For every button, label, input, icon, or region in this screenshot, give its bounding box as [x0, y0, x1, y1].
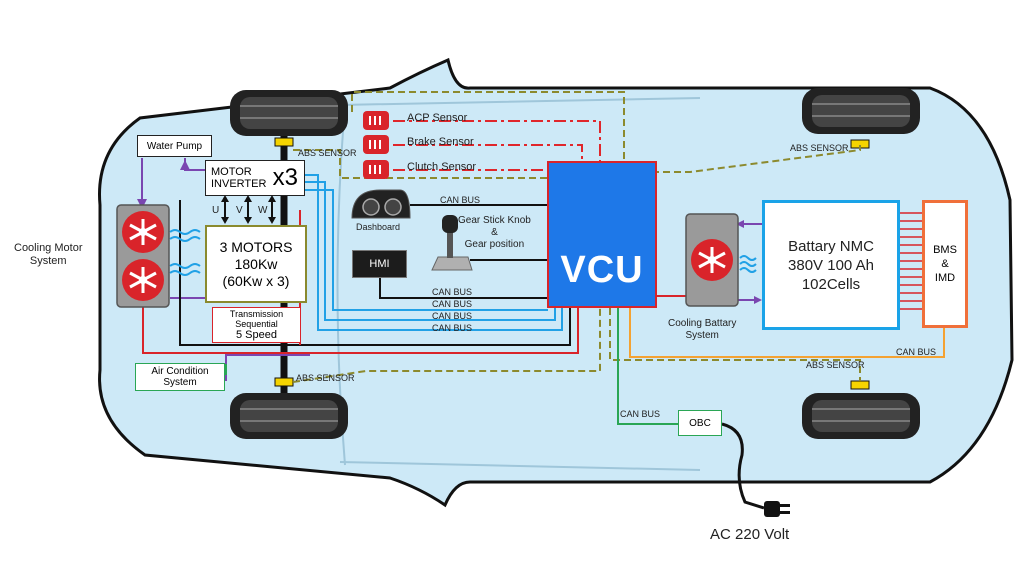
can-bus-label-3: CAN BUS	[432, 323, 473, 333]
abs-sensor-label-fr: ABS SENSOR	[790, 143, 849, 153]
heat-waves-battery	[739, 255, 757, 273]
can-bus-label-1: CAN BUS	[432, 299, 473, 309]
vcu-label: VCU	[560, 249, 644, 291]
hmi-box: HMI	[352, 250, 407, 278]
battery-radiator	[685, 213, 739, 307]
gear-stick-label: Gear Stick Knob & Gear position	[458, 215, 531, 250]
abs-marker-rr	[850, 380, 870, 390]
abs-marker-fl	[274, 137, 294, 147]
dashboard-label: Dashboard	[356, 222, 401, 232]
wheel-rear-left	[230, 393, 348, 439]
acp-sensor-label: ACP Sensor	[407, 112, 468, 124]
wheel-front-right	[802, 88, 920, 134]
cooling-battery-system-label: Cooling Battary System	[668, 318, 737, 341]
ac-input-label: AC 220 Volt	[710, 526, 790, 543]
can-bus-label-hmi: CAN BUS	[432, 287, 473, 297]
vcu-box: VCU	[547, 161, 657, 308]
can-bus-label-obc: CAN BUS	[620, 409, 661, 419]
gear-stick-icon	[431, 215, 473, 271]
dashboard-icon	[351, 189, 411, 219]
obc-can-line	[617, 308, 678, 425]
can-bus-label-2: CAN BUS	[432, 311, 473, 321]
wheel-rear-right	[802, 393, 920, 439]
abs-marker-rl	[274, 377, 294, 387]
motor-radiator	[116, 204, 170, 308]
cooling-motor-system-label: Cooling Motor System	[14, 242, 83, 267]
bms-cell-links	[900, 212, 922, 310]
bms-imd-box: BMS & IMD	[922, 200, 968, 328]
plug-icon	[764, 501, 790, 517]
abs-sensor-label-rl: ABS SENSOR	[296, 373, 355, 383]
phase-u: U	[212, 205, 220, 216]
clutch-sensor-label: Clutch Sensor	[407, 161, 477, 173]
can-bus-lines	[305, 174, 563, 331]
motors-box: 3 MOTORS 180Kw (60Kw x 3)	[205, 225, 307, 303]
water-pump-label: Water Pump	[146, 140, 203, 152]
abs-sensor-wiring	[292, 91, 861, 383]
phase-v: V	[236, 205, 243, 216]
abs-sensor-label-fl: ABS SENSOR	[298, 148, 357, 158]
wheel-front-left	[230, 90, 348, 136]
motor-inverter-box: MOTOR INVERTER x3	[205, 160, 305, 196]
charger-cable	[721, 422, 765, 510]
heat-waves-motor	[169, 229, 201, 276]
brake-sensor-icon	[363, 135, 389, 154]
bms-can-line	[629, 308, 945, 358]
water-pump-box: Water Pump	[137, 135, 212, 157]
acp-sensor-icon	[363, 111, 389, 130]
battery-box: Battary NMC 380V 100 Ah 102Cells	[762, 200, 900, 330]
inverter-multiplier: x3	[272, 164, 298, 191]
phase-w: W	[258, 205, 268, 216]
abs-sensor-label-rr: ABS SENSOR	[806, 360, 865, 370]
obc-label: OBC	[689, 417, 711, 429]
air-condition-box: Air Condition System	[135, 363, 225, 391]
can-bus-label-bms: CAN BUS	[896, 347, 937, 357]
can-bus-label-dashboard: CAN BUS	[440, 195, 481, 205]
clutch-sensor-icon	[363, 160, 389, 179]
brake-sensor-label: Brake Sensor	[407, 136, 474, 148]
transmission-box: Transmission Sequential 5 Speed	[212, 307, 301, 343]
hmi-label: HMI	[369, 258, 390, 270]
obc-box: OBC	[678, 410, 722, 436]
sensor-wiring	[393, 120, 601, 171]
